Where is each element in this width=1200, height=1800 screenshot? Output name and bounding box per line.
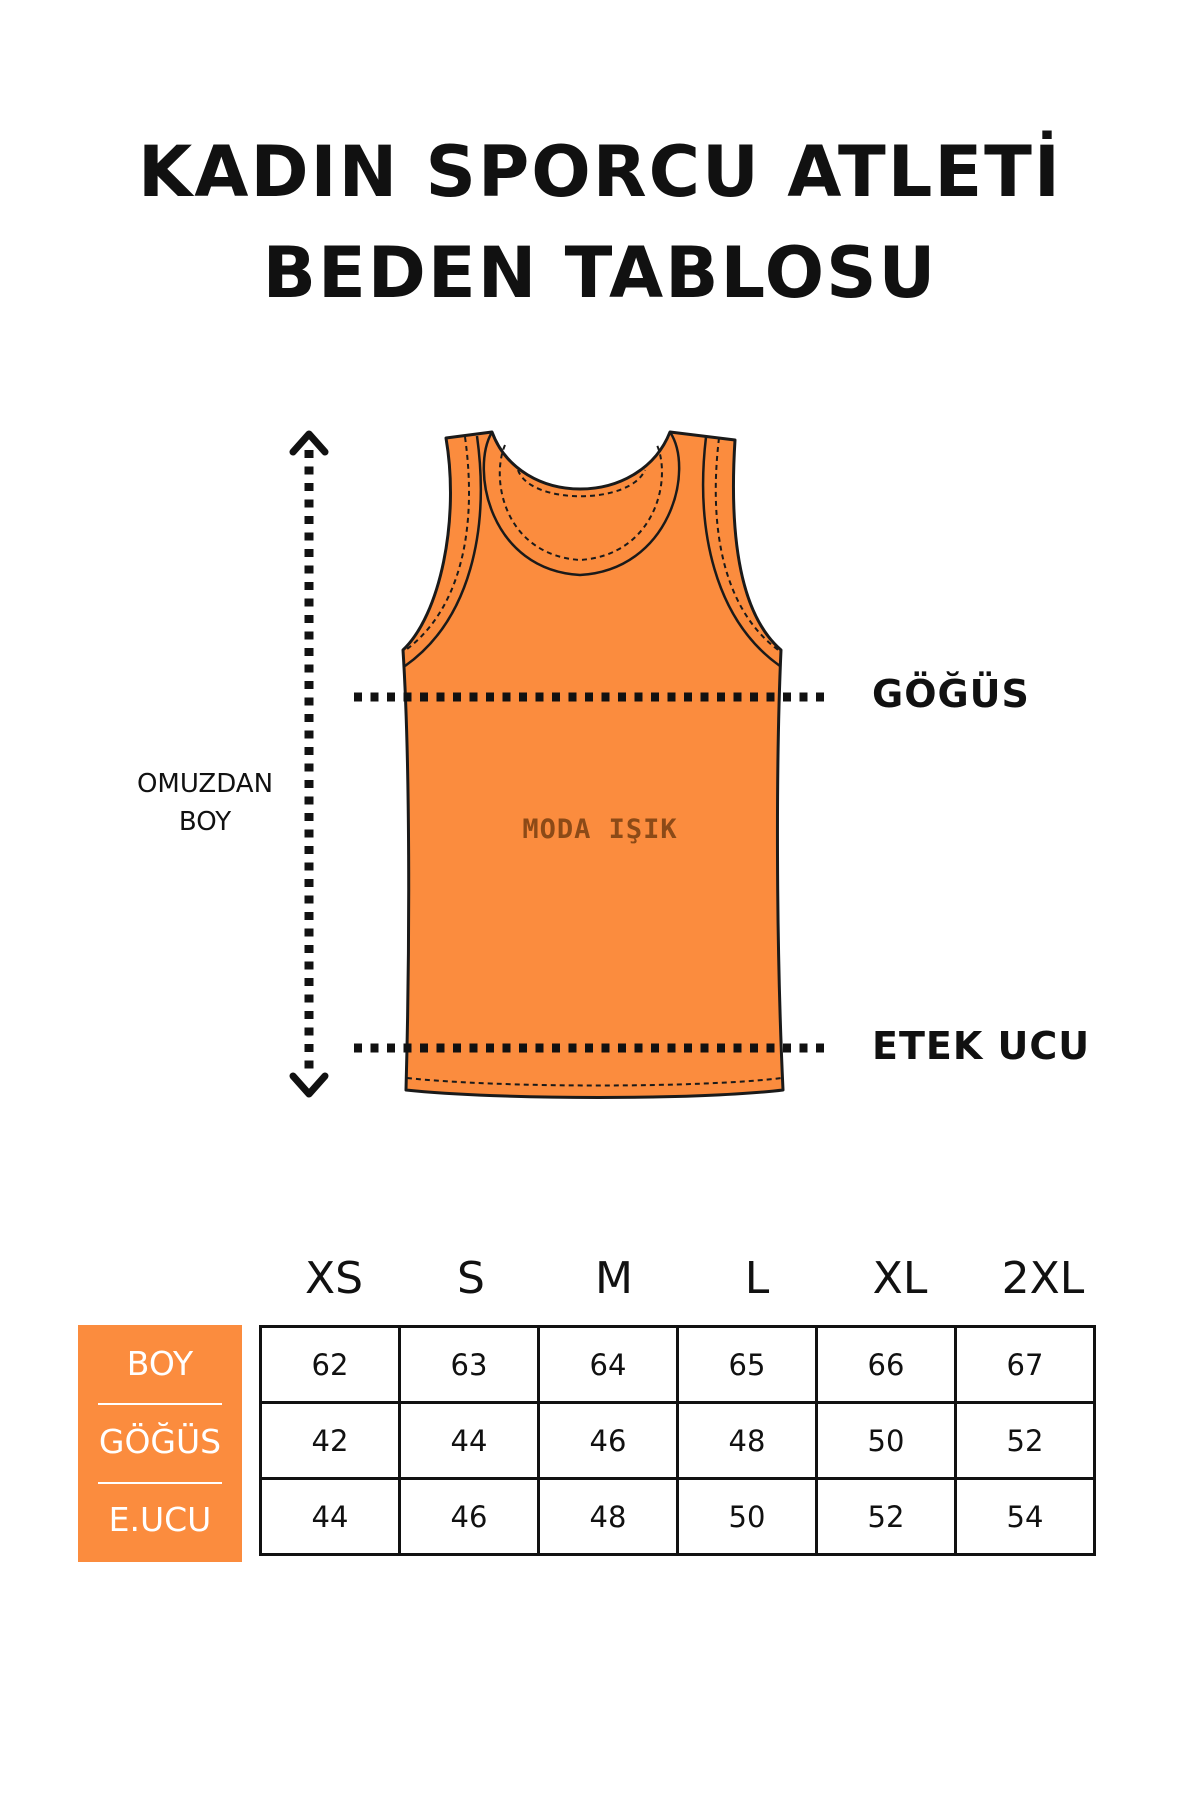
- table-cell: 52: [954, 1401, 1096, 1480]
- length-label-line-1: OMUZDAN: [136, 769, 274, 799]
- row-label-divider: [98, 1482, 222, 1484]
- chest-label: GÖĞÜS: [872, 672, 1030, 716]
- table-cell: 50: [815, 1401, 957, 1480]
- table-cell: 50: [676, 1477, 818, 1556]
- length-label-line-2: BOY: [178, 807, 232, 837]
- size-header: XL: [872, 1253, 928, 1304]
- length-label: OMUZDAN BOY: [110, 765, 300, 841]
- size-table: 62 63 64 65 66 67 42 44 46 48 50 52 44 4…: [259, 1325, 1096, 1556]
- size-header: S: [457, 1253, 485, 1304]
- hem-label: ETEK UCU: [872, 1024, 1091, 1068]
- row-label-chest: GÖĞÜS: [98, 1422, 222, 1461]
- table-cell: 64: [537, 1325, 679, 1404]
- row-label-divider: [98, 1403, 222, 1405]
- size-header: XS: [304, 1253, 364, 1304]
- brand-print: MODA IŞIK: [522, 814, 678, 845]
- table-cell: 48: [537, 1477, 679, 1556]
- table-row: 44 46 48 50 52 54: [259, 1477, 1096, 1556]
- size-header: 2XL: [1001, 1253, 1085, 1304]
- table-row: 42 44 46 48 50 52: [259, 1401, 1096, 1480]
- table-cell: 46: [398, 1477, 540, 1556]
- tank-top-icon: [401, 430, 785, 1099]
- table-cell: 63: [398, 1325, 540, 1404]
- table-cell: 48: [676, 1401, 818, 1480]
- table-cell: 52: [815, 1477, 957, 1556]
- table-cell: 67: [954, 1325, 1096, 1404]
- table-row: 62 63 64 65 66 67: [259, 1325, 1096, 1404]
- size-header: M: [595, 1253, 633, 1304]
- table-cell: 66: [815, 1325, 957, 1404]
- title-line-2: BEDEN TABLOSU: [262, 232, 938, 314]
- table-cell: 65: [676, 1325, 818, 1404]
- tank-top-diagram: [289, 430, 830, 1099]
- table-cell: 62: [259, 1325, 401, 1404]
- table-cell: 54: [954, 1477, 1096, 1556]
- title-line-1: KADIN SPORCU ATLETİ: [138, 131, 1062, 213]
- row-label-column: BOY GÖĞÜS E.UCU: [78, 1325, 242, 1562]
- table-cell: 44: [398, 1401, 540, 1480]
- row-label-hem: E.UCU: [108, 1500, 212, 1539]
- table-cell: 44: [259, 1477, 401, 1556]
- table-cell: 42: [259, 1401, 401, 1480]
- size-header: L: [744, 1253, 770, 1304]
- row-label-length: BOY: [126, 1344, 194, 1383]
- double-arrow-icon: [289, 430, 329, 1098]
- table-cell: 46: [537, 1401, 679, 1480]
